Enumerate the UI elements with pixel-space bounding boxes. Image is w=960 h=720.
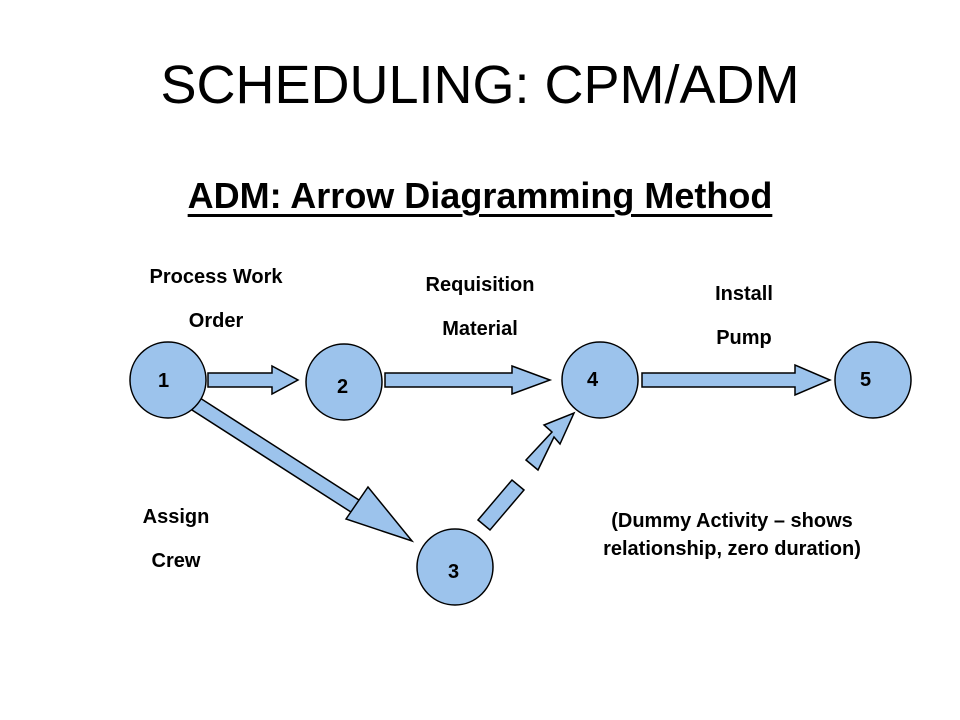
arrow-1-to-2 (207, 364, 300, 396)
dummy-arrow-segment-2 (524, 411, 576, 472)
node-3-label: 3 (448, 561, 459, 583)
node-4-label: 4 (587, 369, 599, 391)
node-5-label: 5 (860, 369, 871, 391)
arrow-4-to-5 (641, 363, 832, 397)
activity-label-process-work-order: Process Work Order (116, 266, 316, 332)
label-line: Material (442, 318, 518, 340)
activity-label-install-pump: Install Pump (644, 283, 844, 349)
label-line: Crew (151, 550, 201, 572)
node-4: 4 (561, 341, 639, 419)
activity-label-requisition-material: Requisition Material (380, 274, 580, 340)
slide-title: SCHEDULING: CPM/ADM (160, 55, 800, 115)
activity-label-assign-crew: Assign Crew (76, 506, 276, 572)
label-line: Assign (142, 506, 210, 528)
slide-subtitle: ADM: Arrow Diagramming Method (0, 178, 960, 214)
dummy-activity-note: (Dummy Activity – shows relationship, ze… (532, 507, 932, 563)
label-line: Process Work (149, 266, 283, 288)
label-line: (Dummy Activity – shows (611, 510, 853, 532)
label-line: Pump (716, 327, 772, 349)
label-line: relationship, zero duration) (603, 538, 861, 560)
label-line: Requisition (425, 274, 535, 296)
arrow-2-to-4 (384, 364, 553, 396)
node-2-label: 2 (337, 376, 348, 398)
subtitle-text: ADM: Arrow Diagramming Method (187, 175, 773, 216)
label-line: Install (715, 283, 773, 305)
arrow-1-to-3-head (344, 485, 415, 543)
node-1-label: 1 (158, 370, 169, 392)
node-1: 1 (129, 341, 207, 419)
node-3: 3 (416, 528, 494, 606)
node-2: 2 (305, 343, 383, 421)
label-line: Order (188, 310, 244, 332)
dummy-arrow-segment-1 (476, 478, 526, 532)
node-5: 5 (834, 341, 912, 419)
